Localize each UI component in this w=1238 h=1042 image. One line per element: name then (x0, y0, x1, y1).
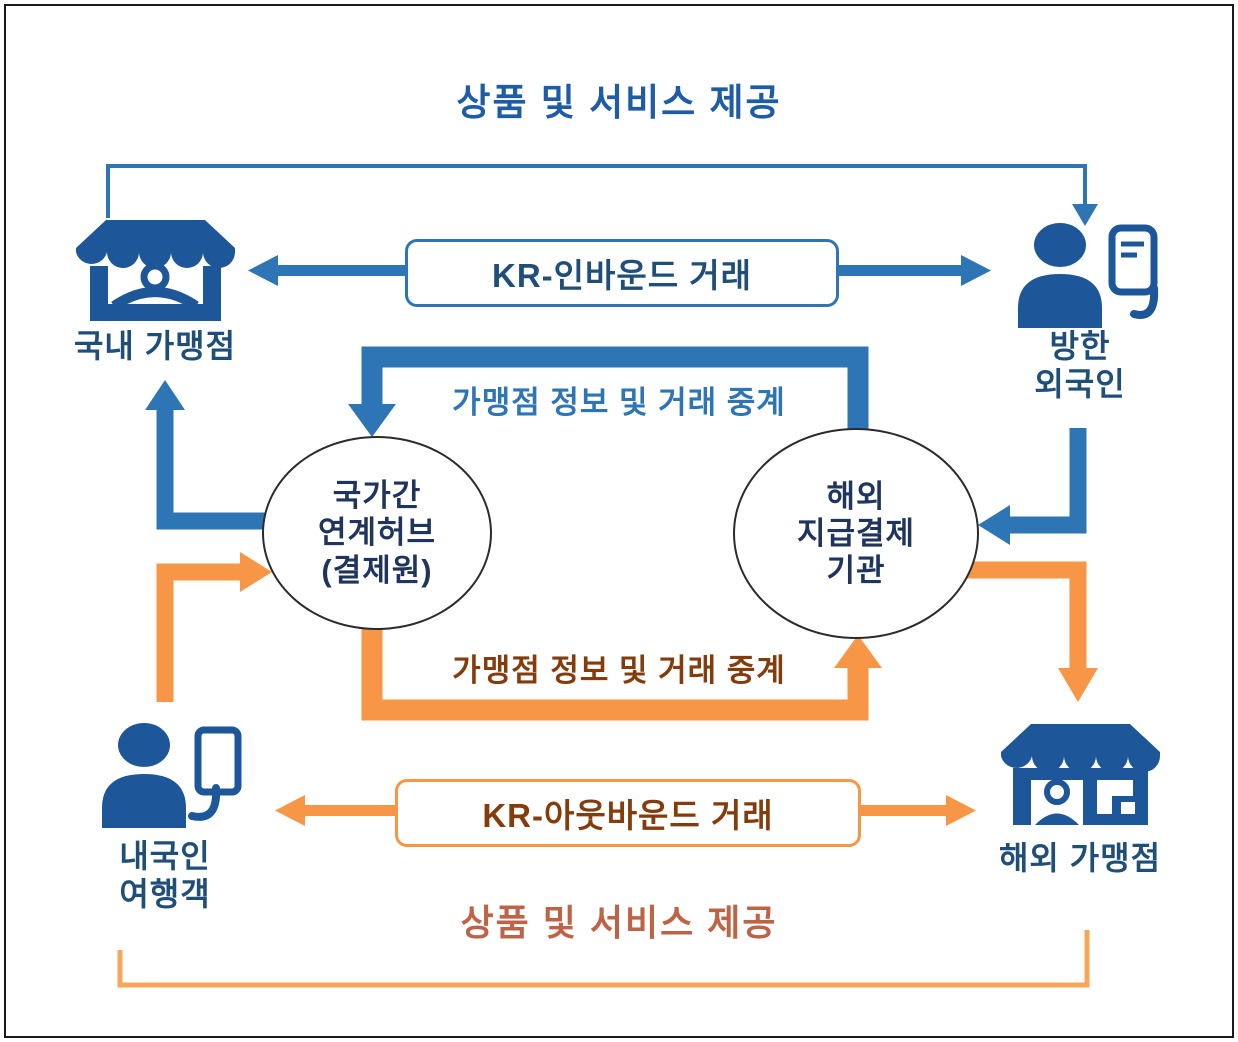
inbound-transaction-box: KR-인바운드 거래 (405, 239, 839, 307)
bottom-title: 상품 및 서비스 제공 (460, 902, 778, 943)
store-icon-domestic (76, 220, 235, 321)
arrow-visitor-to-psp (978, 428, 1087, 545)
foreign-visitor-label: 방한 외국인 (1034, 328, 1126, 402)
arrow-goods-services-top (106, 164, 1098, 226)
relay-inbound-label: 가맹점 정보 및 거래 중계 (452, 385, 786, 420)
diagram-border (4, 4, 1234, 1038)
arrow-hub-to-domestic-merchant (145, 380, 268, 530)
relay-outbound-label: 가맹점 정보 및 거래 중계 (452, 653, 786, 688)
top-title: 상품 및 서비스 제공 (456, 82, 782, 123)
store-icon-overseas (1001, 724, 1160, 825)
overseas-psp-circle: 해외 지급결제 기관 (733, 428, 979, 639)
arrow-psp-to-overseas-merchant (962, 561, 1098, 702)
outbound-transaction-box: KR-아웃바운드 거래 (395, 779, 861, 847)
arrow-inbound-right (831, 255, 991, 286)
person-icon-korean-traveler (102, 723, 242, 828)
korean-traveler-label: 내국인 여행객 (119, 838, 211, 912)
person-icon-foreign-visitor (1018, 223, 1159, 328)
arrow-goods-services-bottom (117, 930, 1090, 988)
overseas-merchant-label: 해외 가맹점 (998, 840, 1162, 876)
arrow-relay-outbound (361, 612, 882, 721)
arrow-outbound-right (853, 795, 976, 826)
domestic-merchant-label: 국내 가맹점 (73, 328, 237, 364)
arrow-traveler-to-hub (156, 552, 272, 702)
interlink-hub-circle: 국가간 연계허브 (결제원) (262, 436, 492, 630)
arrow-relay-inbound (348, 346, 869, 437)
arrow-outbound-left (275, 795, 398, 826)
arrow-inbound-left (248, 255, 408, 286)
